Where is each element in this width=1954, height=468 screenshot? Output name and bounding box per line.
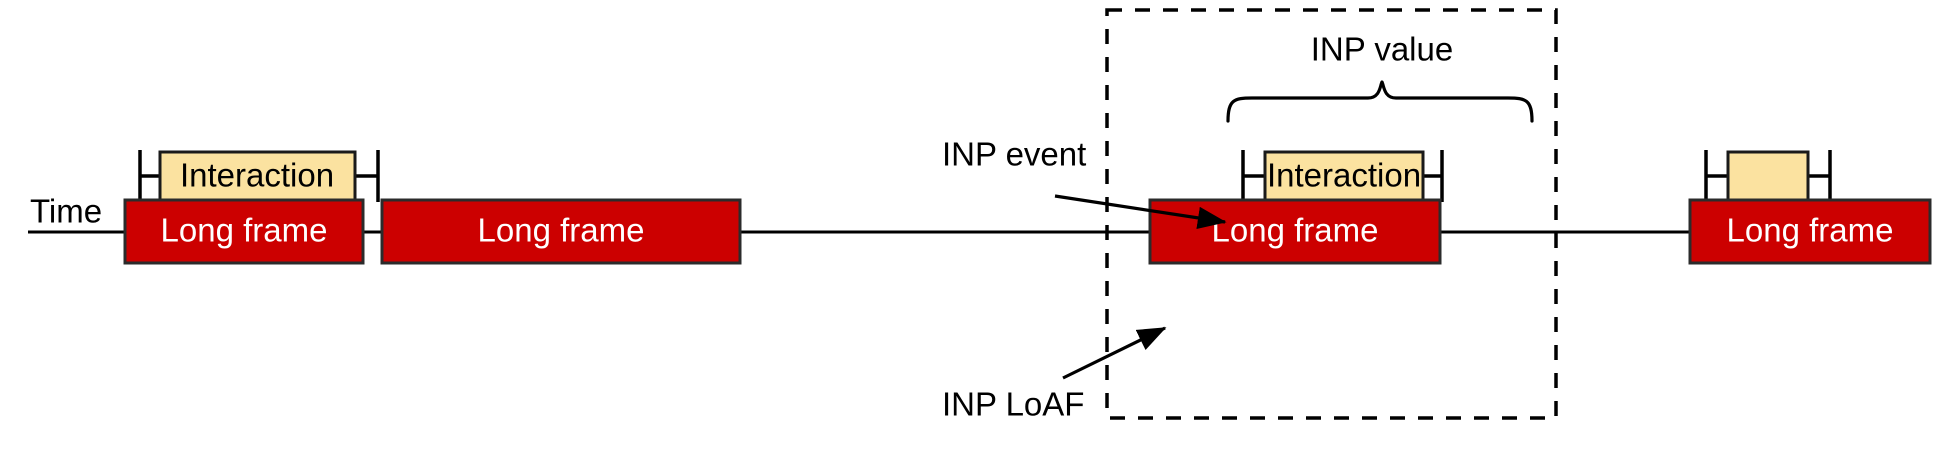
inp-value-brace	[1226, 80, 1534, 123]
long-frame-box-2-label: Long frame	[478, 212, 645, 249]
interaction-box-3-label: Interaction	[1267, 157, 1421, 194]
long-frame-box-4[interactable]	[1688, 198, 1932, 265]
inp-loaf-label: INP LoAF	[942, 386, 1084, 423]
inp-event-arrow	[1054, 194, 1227, 229]
frame-group-4: Long frame	[1688, 150, 1932, 265]
frame-group-1: Interaction Long frame	[123, 150, 380, 265]
inp-loaf-arrow	[1062, 326, 1167, 380]
long-frame-box-1[interactable]	[123, 198, 365, 265]
long-frame-box-3-label: Long frame	[1212, 212, 1379, 249]
frame-group-2: Long frame	[380, 198, 742, 265]
inp-event-label: INP event	[942, 136, 1086, 173]
inp-loaf-annotation: INP LoAF	[942, 326, 1167, 423]
interaction-box-4[interactable]	[1726, 150, 1810, 203]
inp-highlight-region	[1105, 8, 1558, 420]
interaction-box-3[interactable]	[1263, 150, 1425, 203]
long-frame-box-4-label: Long frame	[1727, 212, 1894, 249]
frame-group-3: Interaction Long frame	[1148, 150, 1444, 265]
inp-value-label: INP value	[1311, 31, 1453, 68]
long-frame-box-2[interactable]	[380, 198, 742, 265]
time-axis-label: Time	[30, 193, 102, 230]
inp-value-annotation: INP value	[1226, 31, 1534, 123]
long-frame-box-1-label: Long frame	[161, 212, 328, 249]
interaction-box-1-label: Interaction	[180, 157, 334, 194]
inp-event-annotation: INP event	[942, 136, 1227, 229]
